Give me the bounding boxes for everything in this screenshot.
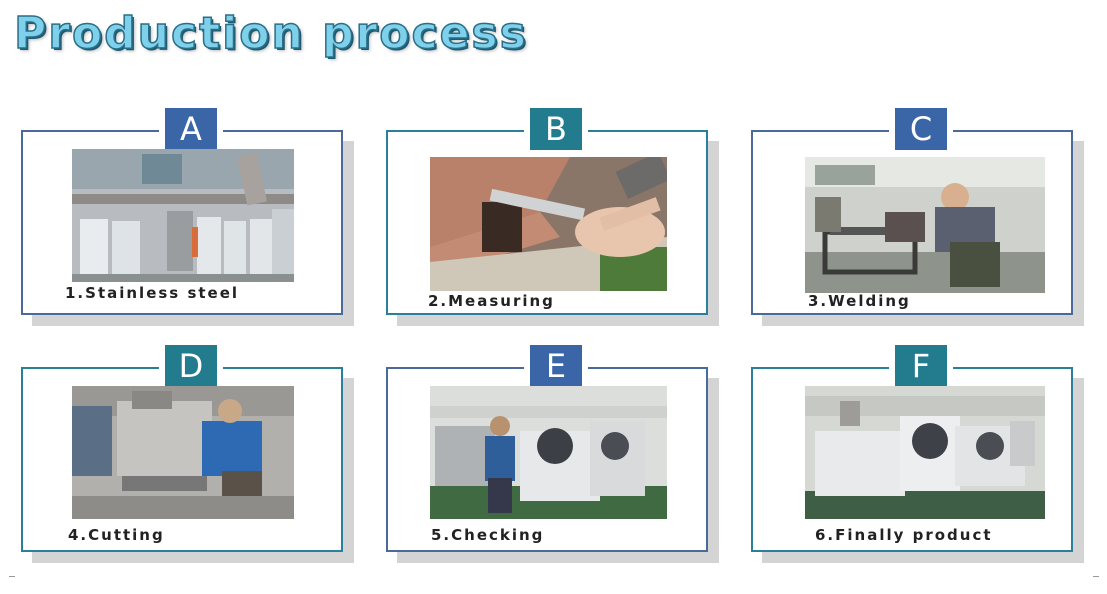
step-caption: 3.Welding bbox=[808, 292, 911, 310]
step-caption: 5.Checking bbox=[431, 526, 545, 544]
welding-photo bbox=[805, 157, 1045, 293]
step-card-f: F 6.Finally product bbox=[751, 345, 1073, 552]
measuring-photo bbox=[430, 157, 667, 291]
step-letter-badge: C bbox=[889, 108, 953, 150]
corner-mark-right bbox=[1093, 576, 1099, 577]
step-caption: 1.Stainless steel bbox=[65, 284, 240, 302]
step-card-a: A 1.Stainless steel bbox=[21, 108, 343, 315]
final-product-photo bbox=[805, 386, 1045, 519]
step-letter-badge: A bbox=[159, 108, 223, 150]
step-letter-badge: D bbox=[159, 345, 223, 387]
step-card-d: D 4.Cutting bbox=[21, 345, 343, 552]
corner-mark-left bbox=[9, 576, 15, 577]
step-caption: 2.Measuring bbox=[428, 292, 555, 310]
step-letter-badge: B bbox=[524, 108, 588, 150]
checking-photo bbox=[430, 386, 667, 519]
page-title: Production process bbox=[13, 7, 528, 60]
step-letter-badge: E bbox=[524, 345, 588, 387]
step-caption: 4.Cutting bbox=[68, 526, 165, 544]
step-card-e: E 5.Checking bbox=[386, 345, 708, 552]
stainless-steel-photo bbox=[72, 149, 294, 282]
step-letter-badge: F bbox=[889, 345, 953, 387]
step-card-b: B 2.Measuring bbox=[386, 108, 708, 315]
step-card-c: C 3.Welding bbox=[751, 108, 1073, 315]
step-caption: 6.Finally product bbox=[815, 526, 993, 544]
cutting-photo bbox=[72, 386, 294, 519]
